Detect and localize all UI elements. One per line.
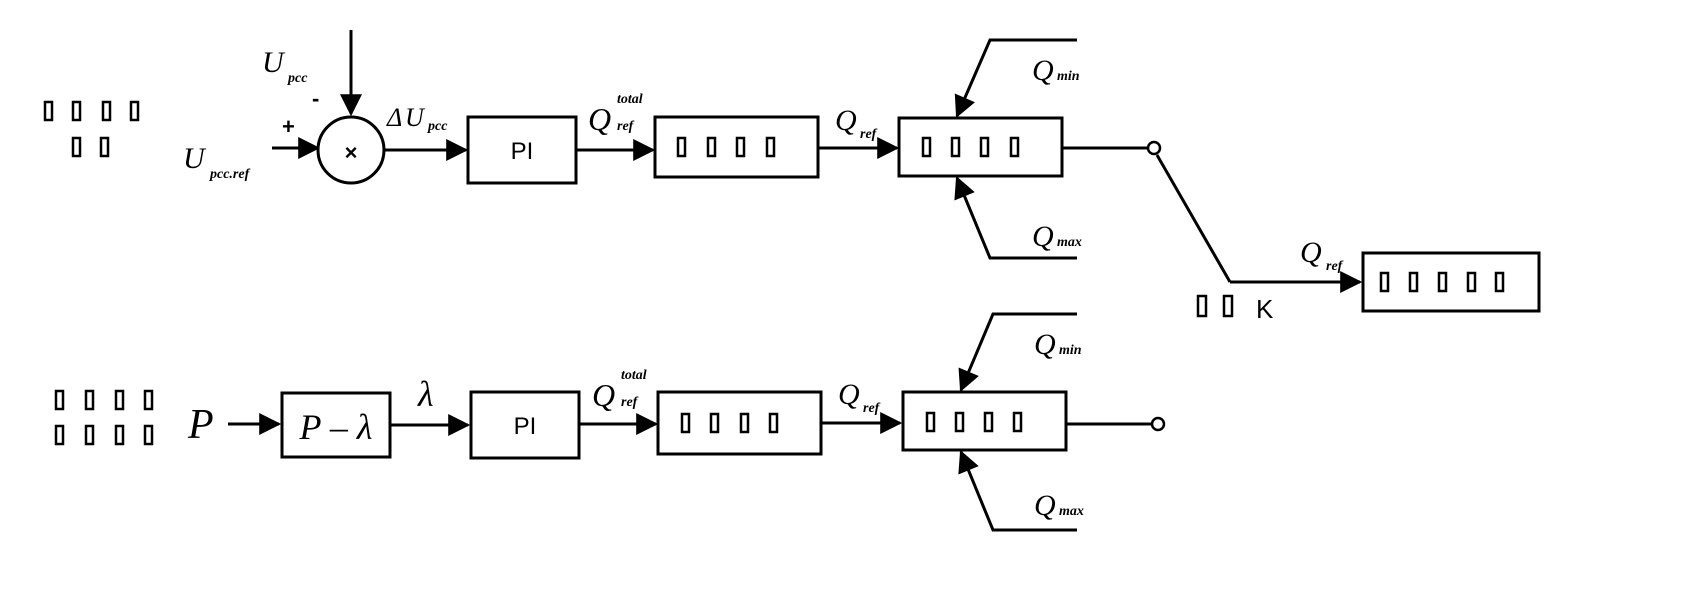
row1-allocation-label <box>676 136 776 158</box>
svg-text:U: U <box>405 103 426 132</box>
svg-text:total: total <box>621 368 647 383</box>
svg-text:Q: Q <box>592 377 615 413</box>
row2-q-max-label: Q max <box>1034 489 1084 522</box>
row2-q-min-arrow <box>958 312 1077 393</box>
svg-text:Q: Q <box>835 104 857 137</box>
svg-text:Q: Q <box>1034 328 1056 361</box>
row2-limiter-label <box>925 411 1023 433</box>
switch-output-q-ref-label: Q ref <box>1300 236 1344 274</box>
row1-q-max-arrow <box>954 175 1077 260</box>
svg-text:max: max <box>1057 235 1082 250</box>
switch-label: K <box>1196 294 1274 324</box>
row2-q-total-label: Q total ref <box>592 368 647 413</box>
svg-text:ref: ref <box>621 395 639 410</box>
svg-text:Q: Q <box>1034 489 1056 522</box>
droop-block-label: P – λ <box>299 407 373 447</box>
svg-text:Q: Q <box>1300 236 1322 269</box>
row1-ref-input-label: U pcc.ref <box>183 142 251 182</box>
row2-input-label: P <box>187 402 214 448</box>
row1-q-max-label: Q max <box>1032 220 1082 253</box>
droop-block <box>280 391 392 459</box>
svg-text:Q: Q <box>588 101 611 137</box>
row1-meas-input-label: U pcc <box>262 46 308 86</box>
row2-q-max-arrow <box>958 449 1077 532</box>
lambda-label: λ <box>417 374 434 414</box>
row2-pi-label: PI <box>514 413 537 440</box>
switch-contact-1 <box>1146 140 1162 156</box>
svg-text:ref: ref <box>863 401 881 416</box>
svg-text:min: min <box>1057 69 1080 84</box>
row2-q-ref-label: Q ref <box>838 378 881 416</box>
svg-text:U: U <box>262 46 286 79</box>
row1-q-min-label: Q min <box>1032 54 1080 87</box>
svg-text:K: K <box>1256 294 1274 324</box>
svg-text:pcc: pcc <box>427 119 448 134</box>
svg-text:U: U <box>183 142 207 175</box>
svg-text:pcc: pcc <box>287 71 308 86</box>
svg-text:Q: Q <box>1032 54 1054 87</box>
row2-pi-block <box>469 390 581 460</box>
row1-pi-label: PI <box>511 138 534 165</box>
error-label: Δ U pcc <box>386 103 448 134</box>
svg-text:ref: ref <box>1326 259 1344 274</box>
switch-contact-2 <box>1150 416 1166 432</box>
row1-q-ref-label: Q ref <box>835 104 878 142</box>
svg-text:Q: Q <box>838 378 860 411</box>
plus-sign: + <box>282 114 295 139</box>
svg-text:total: total <box>617 92 643 107</box>
output-block-label <box>1379 271 1505 293</box>
svg-text:max: max <box>1059 504 1084 519</box>
row1-mode-label <box>43 100 140 158</box>
row2-allocation-label <box>680 412 779 434</box>
switch-blade <box>1155 154 1232 283</box>
svg-text:Q: Q <box>1032 220 1054 253</box>
row1-limiter-label <box>921 136 1020 158</box>
row2-q-min-label: Q min <box>1034 328 1082 361</box>
svg-text:pcc.ref: pcc.ref <box>209 167 251 182</box>
summing-junction-symbol: × <box>345 140 358 165</box>
row1-q-total-label: Q total ref <box>588 92 643 137</box>
svg-text:Δ: Δ <box>386 103 402 132</box>
row2-mode-label <box>54 389 154 446</box>
row1-pi-block <box>466 115 578 185</box>
svg-text:ref: ref <box>617 119 635 134</box>
minus-sign: - <box>312 86 319 111</box>
svg-text:min: min <box>1059 343 1082 358</box>
output-block <box>1361 251 1541 313</box>
svg-text:ref: ref <box>860 127 878 142</box>
row1-q-min-arrow <box>954 38 1077 119</box>
